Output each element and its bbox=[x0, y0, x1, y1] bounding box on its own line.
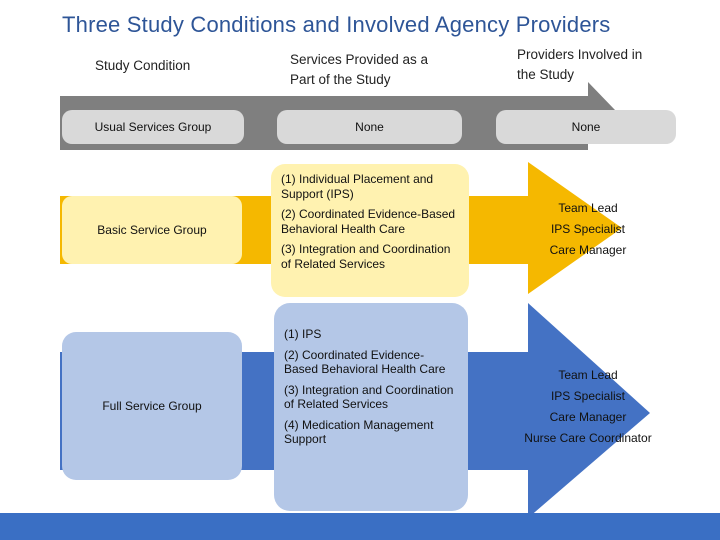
service-item: (3) Integration and Coordination of Rela… bbox=[281, 242, 451, 271]
providers-basic: Team Lead IPS Specialist Care Manager bbox=[518, 198, 658, 261]
group-basic-service: Basic Service Group bbox=[62, 196, 242, 264]
footer-bar bbox=[0, 513, 720, 540]
header-providers: Providers Involved in the Study bbox=[517, 47, 643, 82]
provider-item: Team Lead bbox=[558, 201, 618, 215]
page-title: Three Study Conditions and Involved Agen… bbox=[62, 12, 611, 37]
service-item: (4) Medication Management Support bbox=[284, 417, 434, 447]
providers-usual: None bbox=[496, 110, 676, 144]
header-study-condition: Study Condition bbox=[95, 58, 191, 73]
providers-full: Team Lead IPS Specialist Care Manager Nu… bbox=[513, 365, 663, 449]
services-basic: (1) Individual Placement and Support (IP… bbox=[271, 164, 469, 297]
group-usual-services: Usual Services Group bbox=[62, 110, 244, 144]
service-item: (1) IPS bbox=[284, 327, 322, 341]
group-label: Full Service Group bbox=[102, 399, 202, 413]
provider-item: Care Manager bbox=[549, 410, 627, 424]
services-label: None bbox=[355, 120, 384, 134]
providers-label: None bbox=[571, 120, 601, 134]
service-item: (2) Coordinated Evidence-Based Behaviora… bbox=[281, 207, 456, 236]
provider-item: Nurse Care Coordinator bbox=[524, 431, 652, 445]
header-services: Services Provided as a Part of the Study bbox=[290, 52, 429, 87]
provider-item: IPS Specialist bbox=[550, 389, 626, 403]
provider-item: Team Lead bbox=[558, 368, 618, 382]
provider-item: Care Manager bbox=[549, 243, 627, 257]
services-usual: None bbox=[277, 110, 462, 144]
service-item: (3) Integration and Coordination of Rela… bbox=[284, 382, 454, 412]
group-label: Basic Service Group bbox=[97, 223, 207, 237]
group-full-service: Full Service Group bbox=[62, 332, 242, 480]
service-item: (2) Coordinated Evidence-Based Behaviora… bbox=[284, 347, 446, 377]
group-label: Usual Services Group bbox=[94, 120, 212, 134]
service-item: (1) Individual Placement and Support (IP… bbox=[281, 172, 434, 201]
services-full: (1) IPS (2) Coordinated Evidence-Based B… bbox=[274, 303, 468, 511]
provider-item: IPS Specialist bbox=[550, 222, 626, 236]
